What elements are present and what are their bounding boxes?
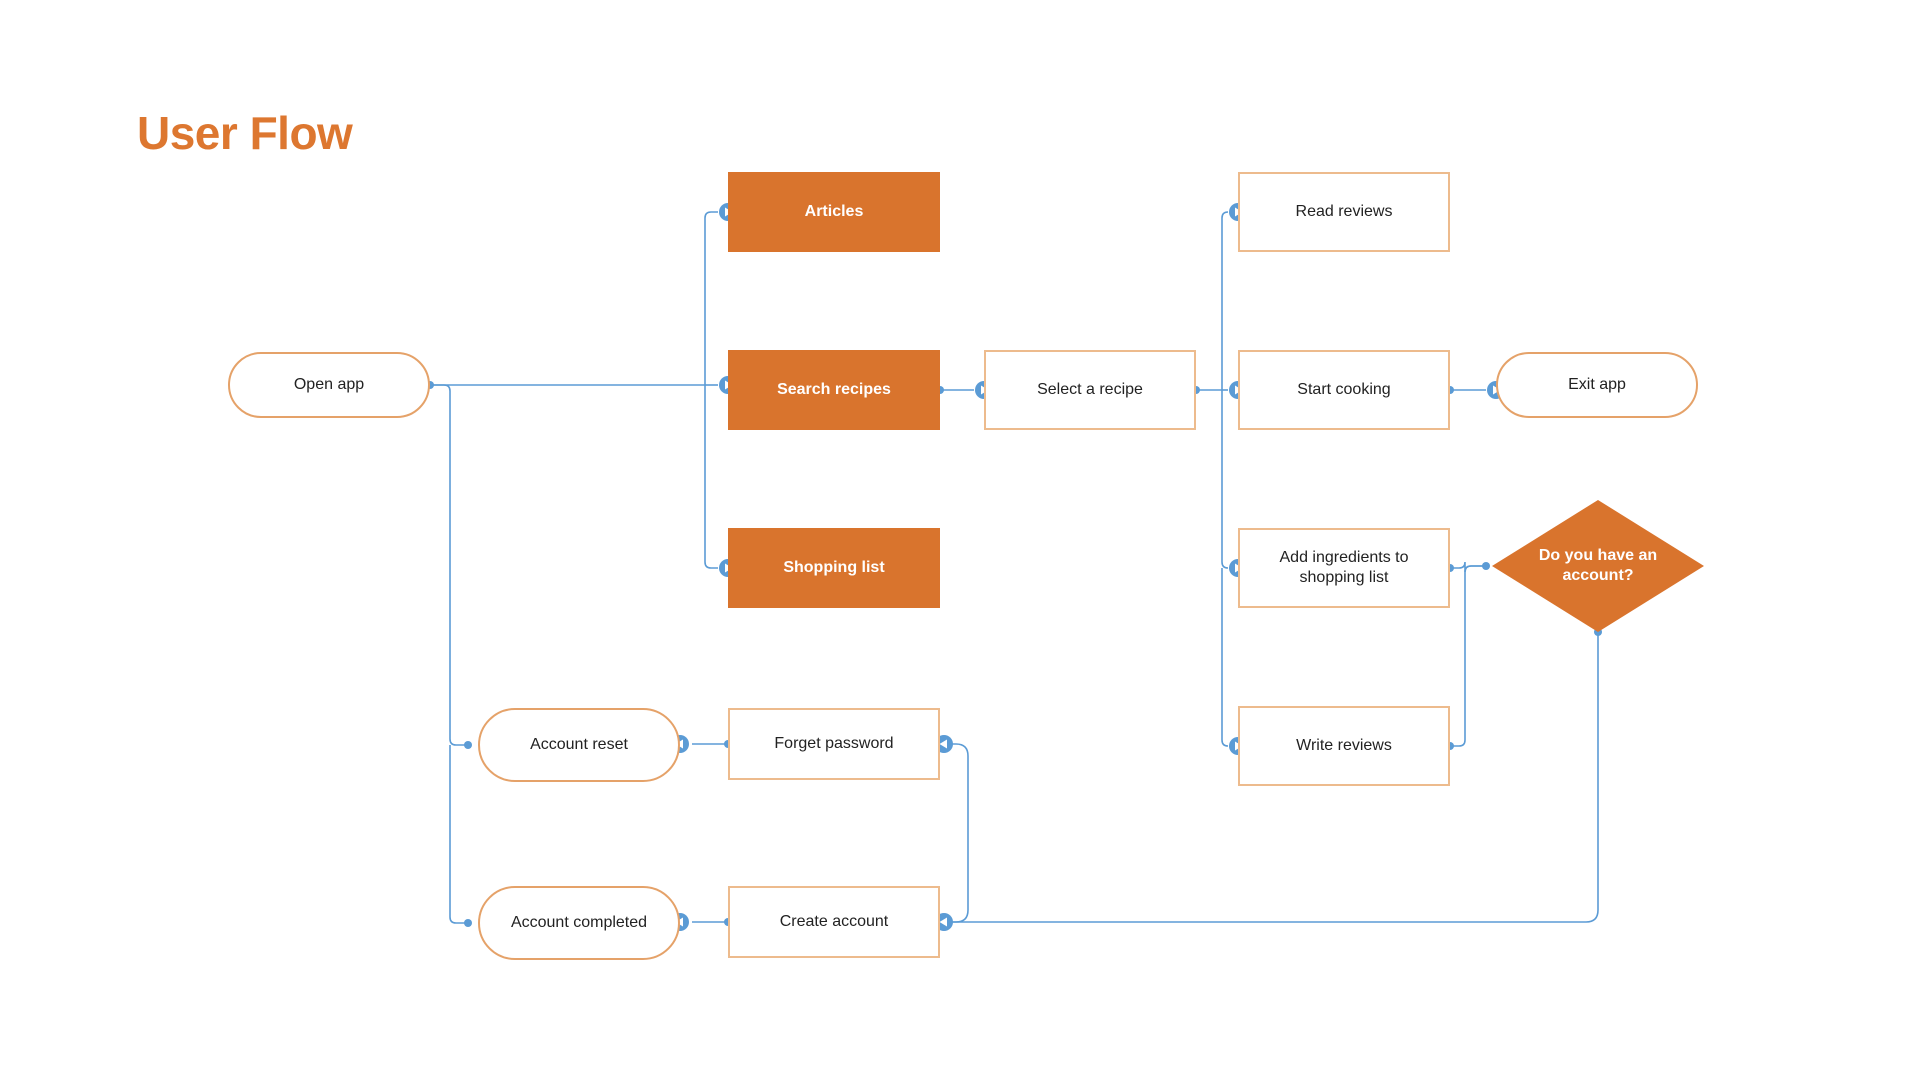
node-label: Search recipes: [777, 381, 891, 398]
node-create-account[interactable]: Create account: [728, 886, 940, 958]
node-label: Add ingredients to shopping list: [1279, 549, 1409, 586]
node-shopping-list[interactable]: Shopping list: [728, 528, 940, 608]
node-label: Open app: [293, 376, 365, 393]
node-articles[interactable]: Articles: [728, 172, 940, 252]
node-select-a-recipe[interactable]: Select a recipe: [984, 350, 1196, 430]
node-forget-password[interactable]: Forget password: [728, 708, 940, 780]
node-search-recipes[interactable]: Search recipes: [728, 350, 940, 430]
node-label: Forget password: [774, 735, 894, 752]
page-title: User Flow: [137, 107, 353, 159]
node-open-app[interactable]: Open app: [228, 352, 430, 418]
node-do-you-have-an-account[interactable]: Do you have an account?: [1492, 500, 1704, 632]
node-label: Create account: [779, 913, 889, 930]
node-label: Shopping list: [783, 559, 885, 576]
node-start-cooking[interactable]: Start cooking: [1238, 350, 1450, 430]
node-exit-app[interactable]: Exit app: [1496, 352, 1698, 418]
node-label: Account reset: [530, 736, 628, 753]
node-label: Exit app: [1568, 376, 1626, 393]
node-label: Write reviews: [1296, 737, 1392, 754]
node-label: Do you have an account?: [1538, 547, 1658, 584]
node-label: Read reviews: [1295, 203, 1393, 220]
connector-dots: [426, 381, 1602, 927]
node-read-reviews[interactable]: Read reviews: [1238, 172, 1450, 252]
node-label: Select a recipe: [1037, 381, 1143, 398]
node-account-reset[interactable]: Account reset: [478, 708, 680, 782]
node-label: Start cooking: [1297, 381, 1391, 398]
node-add-ingredients-to-shopping-list[interactable]: Add ingredients to shopping list: [1238, 528, 1450, 608]
node-write-reviews[interactable]: Write reviews: [1238, 706, 1450, 786]
node-label: Articles: [804, 203, 864, 220]
node-label: Account completed: [510, 914, 648, 931]
node-account-completed[interactable]: Account completed: [478, 886, 680, 960]
